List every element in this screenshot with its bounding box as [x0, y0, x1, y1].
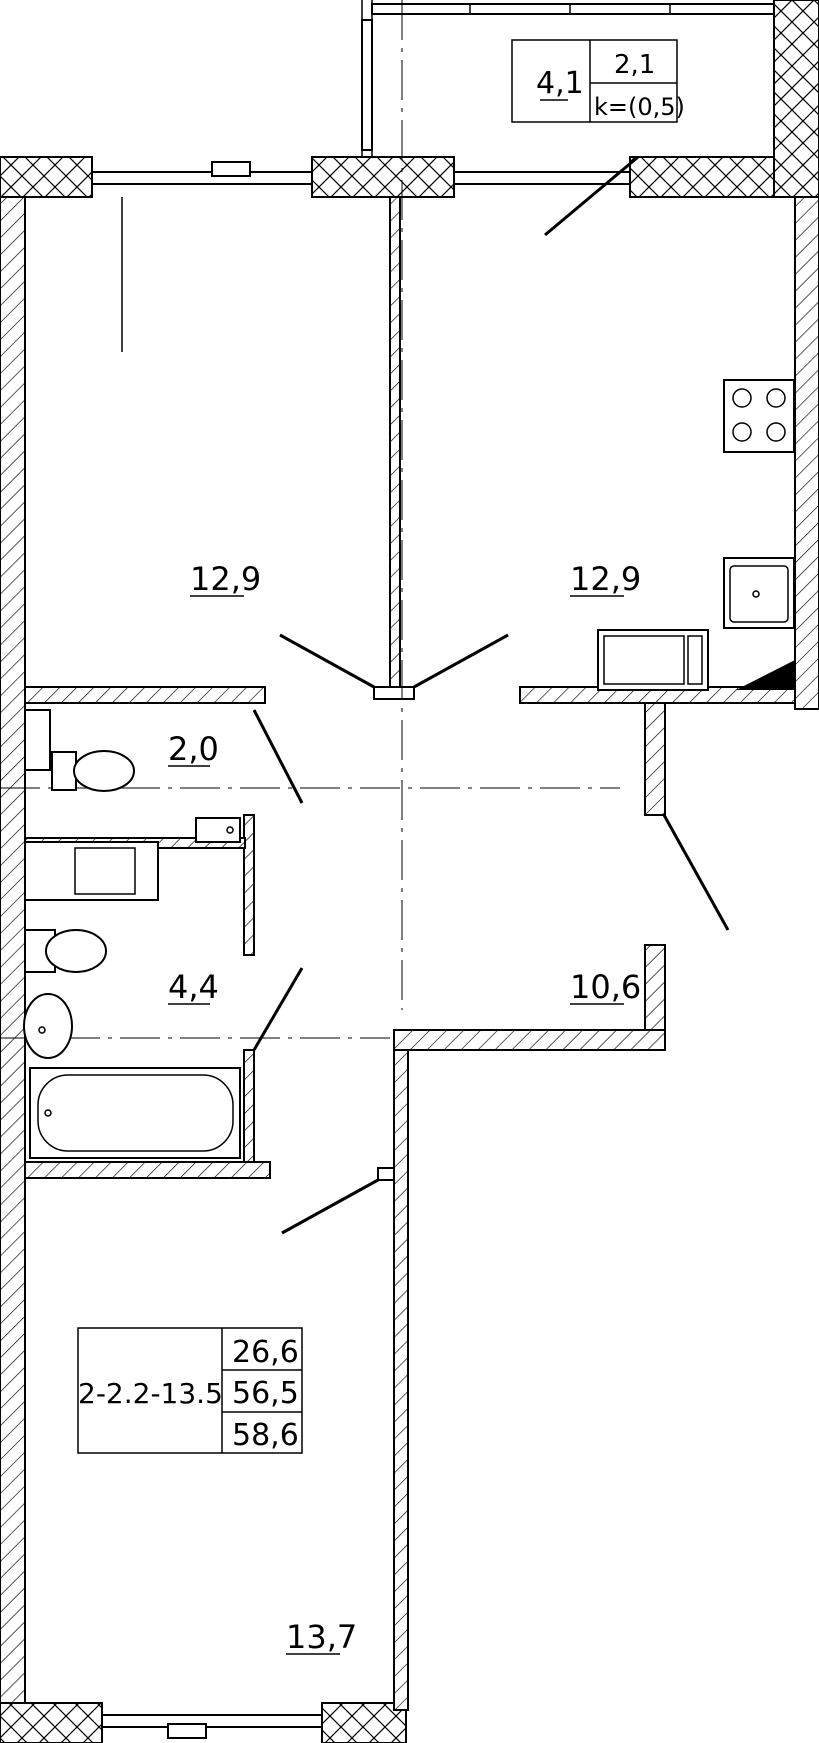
balcony-reduced-area: 2,1 [614, 50, 655, 80]
bathroom-fixtures [23, 929, 241, 1159]
balcony-labels: 4,1 2,1 k=(0,5) [536, 50, 685, 121]
interior-walls [24, 196, 796, 1181]
kitchen-sink [723, 557, 795, 629]
total-area: 56,5 [232, 1376, 299, 1411]
living-area: 26,6 [232, 1335, 299, 1370]
stove [723, 379, 795, 453]
balcony-area: 4,1 [536, 66, 584, 101]
apartment-code: 2-2.2-13.5 [78, 1377, 223, 1410]
door-swings [252, 155, 730, 1235]
room-left-top-area: 12,9 [190, 560, 261, 598]
toilet-fixtures [24, 709, 241, 901]
summary-labels: 2-2.2-13.5 26,6 56,5 58,6 [78, 1335, 299, 1453]
bathtub [29, 1067, 241, 1159]
balcony-coefficient: k=(0,5) [594, 93, 685, 121]
washer [24, 841, 159, 901]
windows [91, 161, 631, 1739]
room-labels: 12,9 12,9 2,0 4,4 10,6 13,7 [168, 560, 641, 1656]
balcony [361, 0, 775, 158]
bathroom-area: 4,4 [168, 968, 219, 1006]
kitchen-area: 12,9 [570, 560, 641, 598]
summary-table [77, 1327, 303, 1454]
microwave [597, 629, 709, 691]
toilet-area: 2,0 [168, 730, 219, 768]
total-area-with-balcony: 58,6 [232, 1418, 299, 1453]
kitchen-fixtures [597, 379, 795, 691]
room-bottom-area: 13,7 [286, 1618, 357, 1656]
hall-area: 10,6 [570, 968, 641, 1006]
balcony-table [511, 39, 678, 123]
